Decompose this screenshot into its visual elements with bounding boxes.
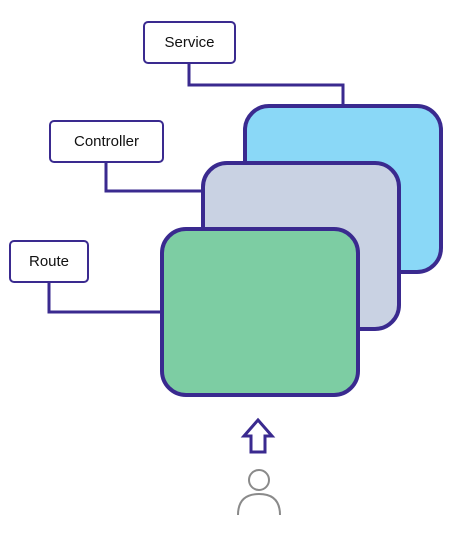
service-label: Service <box>164 34 215 51</box>
service-label-box: Service <box>143 21 236 64</box>
route-connector <box>47 283 162 314</box>
route-label-box: Route <box>9 240 89 283</box>
route-layer <box>160 227 360 397</box>
up-arrow-icon <box>240 417 276 454</box>
controller-connector <box>104 163 205 193</box>
route-label: Route <box>28 253 70 270</box>
controller-label: Controller <box>73 133 140 150</box>
user-icon <box>237 469 281 516</box>
service-connector <box>187 64 345 106</box>
controller-label-box: Controller <box>49 120 164 163</box>
